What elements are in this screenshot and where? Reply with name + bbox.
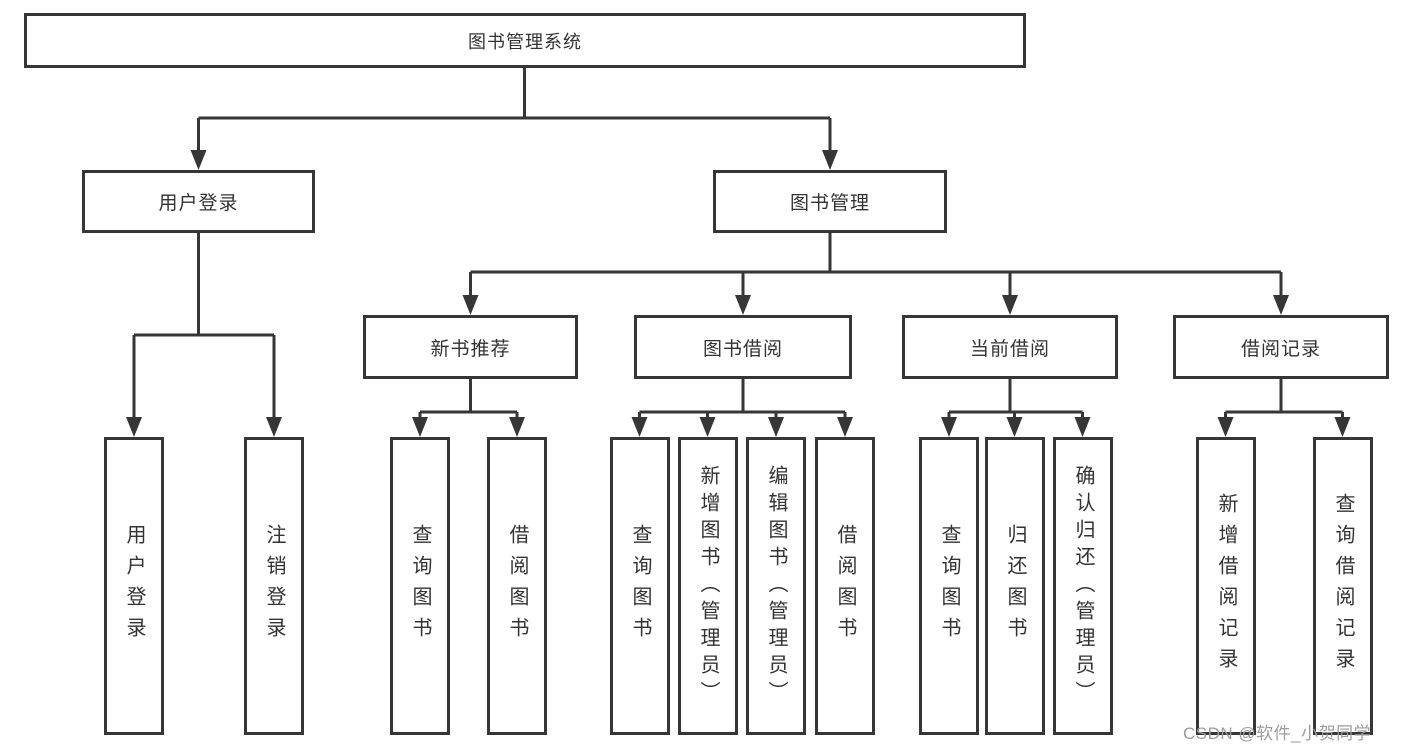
leaf-user-login: 用户登录 (104, 437, 164, 735)
leaf-edit-book-admin: 编辑图书（管理员） (746, 437, 806, 735)
leaf-user-login-label: 用户登录 (123, 524, 145, 648)
leaf-query-books-current: 查询图书 (919, 437, 979, 735)
leaf-add-book-admin-label: 新增图书（管理员） (697, 464, 719, 708)
leaf-confirm-return-admin-label: 确认归还（管理员） (1072, 464, 1094, 708)
leaf-confirm-return-admin: 确认归还（管理员） (1053, 437, 1113, 735)
leaf-return-books: 归还图书 (985, 437, 1045, 735)
node-borrowing-records: 借阅记录 (1173, 315, 1389, 379)
leaf-query-books-borrowing-label: 查询图书 (629, 524, 651, 648)
leaf-borrow-books-recommend-label: 借阅图书 (506, 524, 528, 648)
leaf-query-books-current-label: 查询图书 (938, 524, 960, 648)
leaf-query-borrow-record-label: 查询借阅记录 (1332, 493, 1354, 679)
leaf-query-books-recommend: 查询图书 (390, 437, 450, 735)
leaf-add-borrow-record: 新增借阅记录 (1196, 437, 1256, 735)
leaf-return-books-label: 归还图书 (1004, 524, 1026, 648)
leaf-query-books-borrowing: 查询图书 (610, 437, 670, 735)
leaf-logout-label: 注销登录 (263, 524, 285, 648)
leaf-query-books-recommend-label: 查询图书 (409, 524, 431, 648)
node-new-book-recommend: 新书推荐 (363, 315, 578, 379)
node-book-management: 图书管理 (713, 170, 947, 233)
leaf-add-book-admin: 新增图书（管理员） (678, 437, 738, 735)
leaf-add-borrow-record-label: 新增借阅记录 (1215, 493, 1237, 679)
node-current-borrowing: 当前借阅 (902, 315, 1118, 379)
node-library-system: 图书管理系统 (24, 13, 1026, 68)
leaf-query-borrow-record: 查询借阅记录 (1313, 437, 1373, 735)
node-book-borrowing: 图书借阅 (634, 315, 852, 379)
leaf-edit-book-admin-label: 编辑图书（管理员） (765, 464, 787, 708)
leaf-logout: 注销登录 (244, 437, 304, 735)
leaf-borrow-books-borrowing-label: 借阅图书 (834, 524, 856, 648)
leaf-borrow-books-recommend: 借阅图书 (487, 437, 547, 735)
leaf-borrow-books-borrowing: 借阅图书 (815, 437, 875, 735)
watermark: CSDN @软件_小贺同学 (1183, 724, 1372, 743)
node-user-login: 用户登录 (82, 170, 315, 233)
